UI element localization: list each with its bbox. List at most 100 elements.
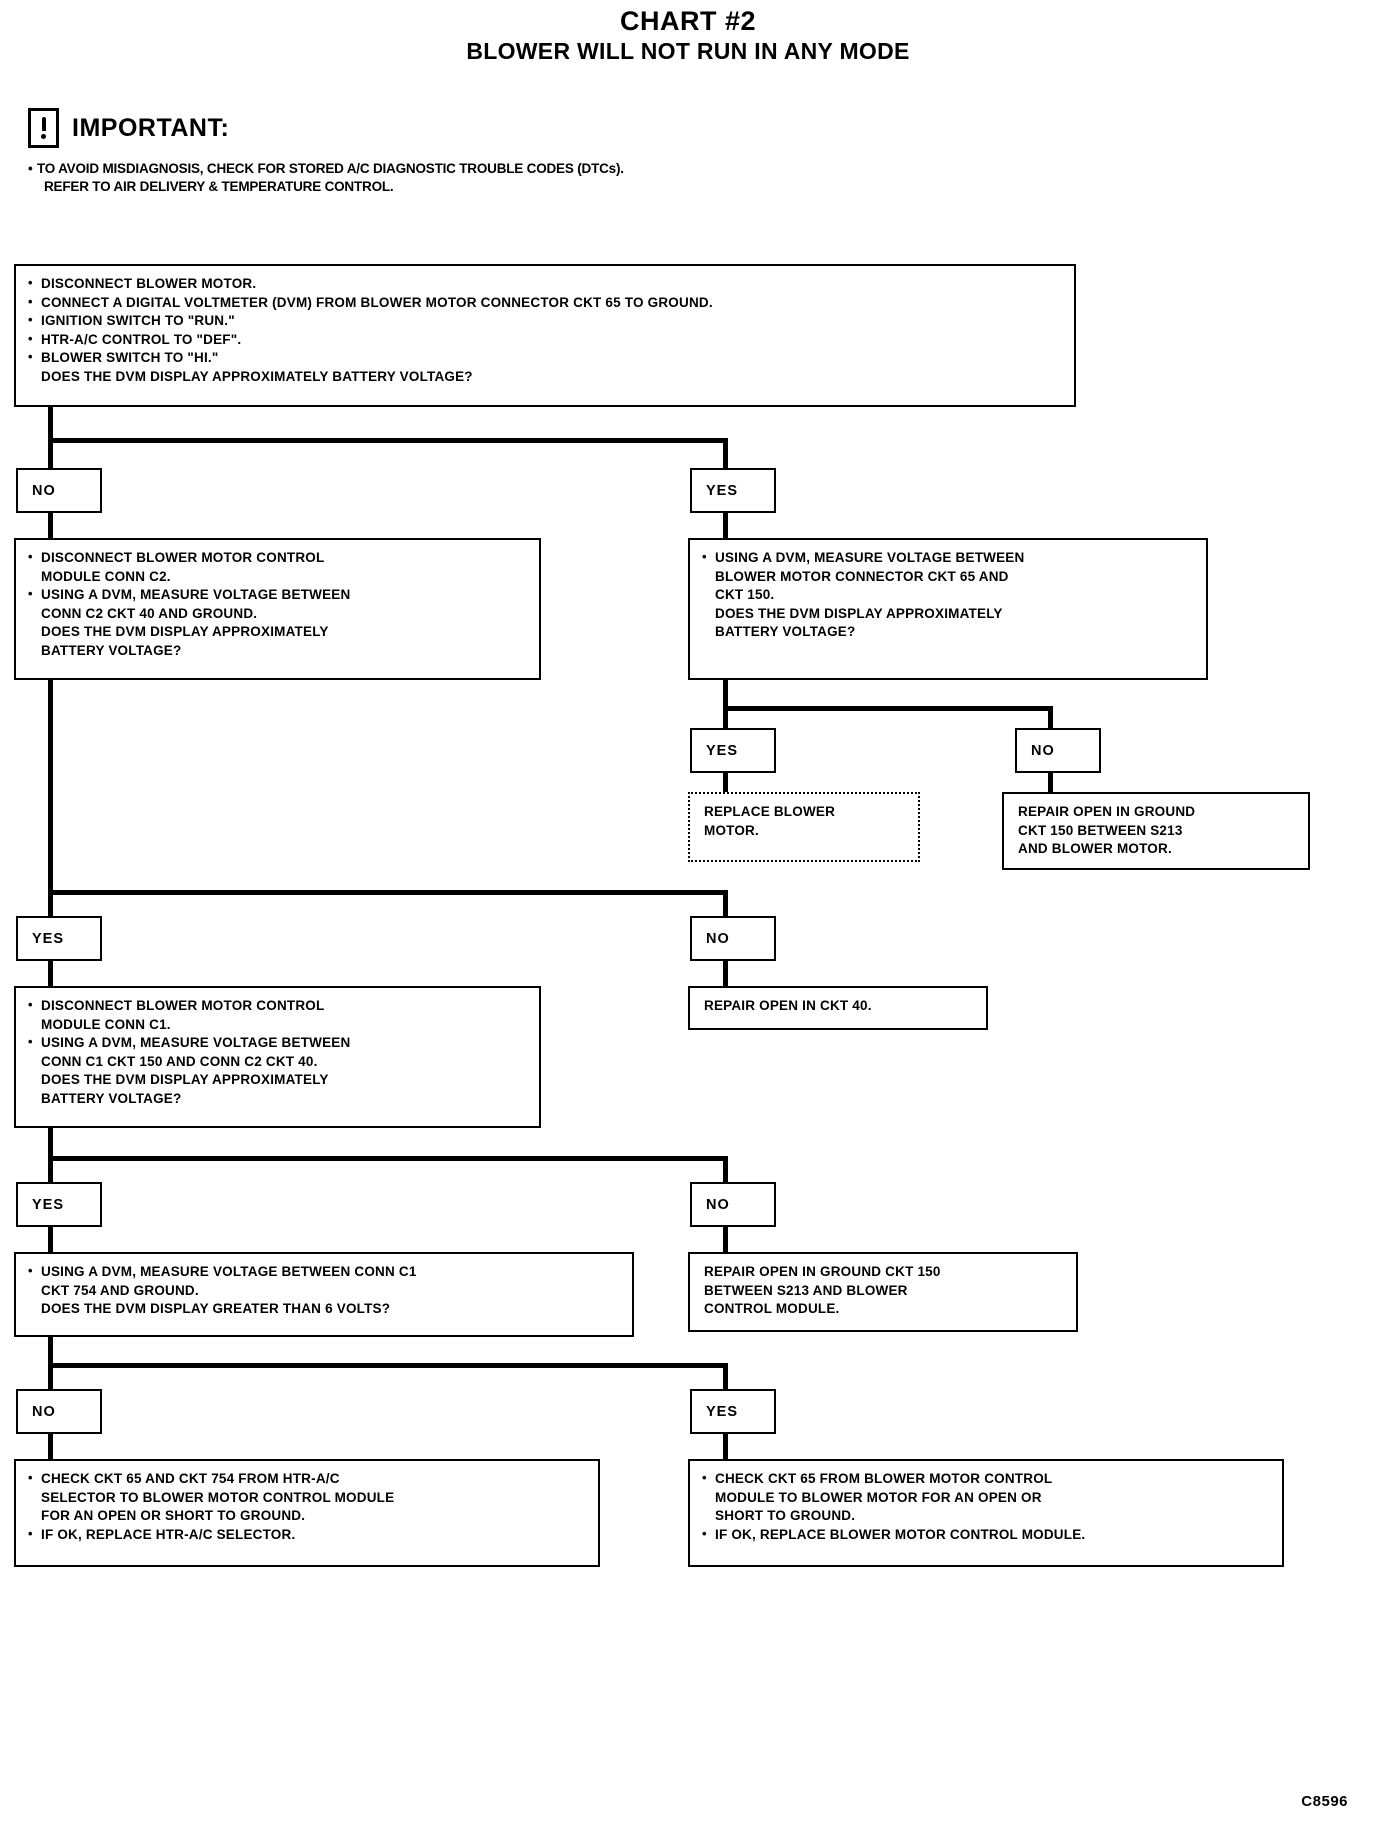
final-left-step-2: IF OK, REPLACE HTR-A/C SELECTOR. (28, 1525, 588, 1545)
decision-no-2: NO (1015, 728, 1101, 773)
final-right-step-1: CHECK CKT 65 FROM BLOWER MOTOR CONTROL M… (702, 1469, 1272, 1526)
right1-step-1-cont2: CKT 150. (715, 587, 775, 602)
node-repair-ckt-40: REPAIR OPEN IN CKT 40. (688, 986, 988, 1030)
connector-left2-down (48, 1128, 53, 1161)
node-right-1: USING A DVM, MEASURE VOLTAGE BETWEEN BLO… (688, 538, 1208, 680)
important-exclamation-icon (28, 108, 59, 148)
left1-step-1-text: DISCONNECT BLOWER MOTOR CONTROL (41, 550, 325, 565)
connector-bus-to-yes-5 (723, 1363, 728, 1391)
left1-step-2: USING A DVM, MEASURE VOLTAGE BETWEEN CON… (28, 585, 529, 660)
final-right-step-1-cont1: MODULE TO BLOWER MOTOR FOR AN OPEN OR (715, 1489, 1042, 1505)
left2-step-2-cont2: DOES THE DVM DISPLAY APPROXIMATELY (41, 1072, 329, 1087)
connector-yes4-down (48, 1226, 53, 1254)
node-final-left: CHECK CKT 65 AND CKT 754 FROM HTR-A/C SE… (14, 1459, 600, 1567)
connector-yes5-down (723, 1433, 728, 1461)
node-repair-ground-150-motor: REPAIR OPEN IN GROUND CKT 150 BETWEEN S2… (1002, 792, 1310, 870)
right1-step-1-cont3: DOES THE DVM DISPLAY APPROXIMATELY (715, 605, 1003, 621)
left2-step-2-cont3: BATTERY VOLTAGE? (41, 1090, 182, 1106)
right1-step-1-cont1: BLOWER MOTOR CONNECTOR CKT 65 AND (715, 568, 1009, 584)
connector-left1-down (48, 680, 53, 895)
repair-ground-150-module-line-1: REPAIR OPEN IN GROUND CKT 150 (704, 1264, 941, 1279)
left2-step-2-text: USING A DVM, MEASURE VOLTAGE BETWEEN (41, 1035, 351, 1050)
left2-step-2: USING A DVM, MEASURE VOLTAGE BETWEEN CON… (28, 1033, 529, 1108)
node-left-3: USING A DVM, MEASURE VOLTAGE BETWEEN CON… (14, 1252, 634, 1337)
start-step-5-text: BLOWER SWITCH TO "HI." (41, 350, 219, 365)
connector-bus-to-no-2 (1048, 706, 1053, 730)
start-step-2: CONNECT A DIGITAL VOLTMETER (DVM) FROM B… (28, 293, 1064, 313)
connector-bus-to-yes-1 (723, 438, 728, 470)
connector-bus-to-no-5 (48, 1363, 53, 1391)
final-left-step-1: CHECK CKT 65 AND CKT 754 FROM HTR-A/C SE… (28, 1469, 588, 1526)
decision-yes-5: YES (690, 1389, 776, 1434)
right1-step-1-text: USING A DVM, MEASURE VOLTAGE BETWEEN (715, 550, 1025, 565)
important-line-1: TO AVOID MISDIAGNOSIS, CHECK FOR STORED … (36, 161, 624, 176)
left2-step-2-cont1: CONN C1 CKT 150 AND CONN C2 CKT 40. (41, 1053, 318, 1069)
connector-yes1-down (723, 512, 728, 540)
final-left-step-1-text: CHECK CKT 65 AND CKT 754 FROM HTR-A/C (41, 1471, 340, 1486)
connector-left1-bus (48, 890, 728, 895)
left1-step-2-cont1: CONN C2 CKT 40 AND GROUND. (41, 605, 258, 621)
decision-yes-3: YES (16, 916, 102, 961)
connector-left2-bus (48, 1156, 728, 1161)
decision-no-4: NO (690, 1182, 776, 1227)
replace-blower-motor-line-1: REPLACE BLOWER (704, 804, 836, 819)
decision-yes-1: YES (690, 468, 776, 513)
decision-yes-4: YES (16, 1182, 102, 1227)
important-header: IMPORTANT: (28, 108, 229, 148)
left1-step-2-cont3: BATTERY VOLTAGE? (41, 642, 182, 658)
important-bullet: • (28, 161, 37, 176)
node-left-1: DISCONNECT BLOWER MOTOR CONTROL MODULE C… (14, 538, 541, 680)
connector-yes3-down (48, 960, 53, 988)
left1-step-1: DISCONNECT BLOWER MOTOR CONTROL MODULE C… (28, 548, 529, 586)
final-left-step-1-cont1: SELECTOR TO BLOWER MOTOR CONTROL MODULE (41, 1489, 395, 1505)
node-start: DISCONNECT BLOWER MOTOR. CONNECT A DIGIT… (14, 264, 1076, 407)
connector-yes2-down (723, 772, 728, 794)
start-step-5: BLOWER SWITCH TO "HI." DOES THE DVM DISP… (28, 348, 1064, 386)
start-step-1: DISCONNECT BLOWER MOTOR. (28, 274, 1064, 294)
connector-start-bus (48, 438, 728, 443)
decision-no-3: NO (690, 916, 776, 961)
repair-ground-150-module-line-3: CONTROL MODULE. (704, 1301, 840, 1316)
decision-no-5: NO (16, 1389, 102, 1434)
left2-step-1-text: DISCONNECT BLOWER MOTOR CONTROL (41, 998, 325, 1013)
start-question: DOES THE DVM DISPLAY APPROXIMATELY BATTE… (41, 368, 473, 384)
start-step-4: HTR-A/C CONTROL TO "DEF". (28, 330, 1064, 350)
node-repair-ground-150-module: REPAIR OPEN IN GROUND CKT 150 BETWEEN S2… (688, 1252, 1078, 1332)
connector-bus-to-no-4 (723, 1156, 728, 1184)
connector-no3-down (723, 960, 728, 988)
left3-step-1-cont1: CKT 754 AND GROUND. (41, 1282, 199, 1298)
connector-no5-down (48, 1433, 53, 1461)
important-line-2: REFER TO AIR DELIVERY & TEMPERATURE CONT… (44, 179, 394, 194)
connector-right1-down (723, 680, 728, 710)
left3-step-1-text: USING A DVM, MEASURE VOLTAGE BETWEEN CON… (41, 1264, 417, 1279)
final-right-step-1-cont2: SHORT TO GROUND. (715, 1508, 856, 1523)
right1-step-1: USING A DVM, MEASURE VOLTAGE BETWEEN BLO… (702, 548, 1196, 642)
left3-step-1-cont2: DOES THE DVM DISPLAY GREATER THAN 6 VOLT… (41, 1301, 391, 1316)
chart-code: C8596 (1301, 1793, 1348, 1810)
connector-left3-bus (48, 1363, 728, 1368)
final-right-step-1-text: CHECK CKT 65 FROM BLOWER MOTOR CONTROL (715, 1471, 1053, 1486)
chart-title: BLOWER WILL NOT RUN IN ANY MODE (466, 38, 910, 64)
connector-bus-to-no-3 (723, 890, 728, 918)
final-right-step-2: IF OK, REPLACE BLOWER MOTOR CONTROL MODU… (702, 1525, 1272, 1545)
exclamation-bar (41, 117, 46, 131)
repair-ground-150-motor-line-1: REPAIR OPEN IN GROUND (1018, 804, 1196, 819)
connector-no4-down (723, 1226, 728, 1254)
connector-bus-to-yes-4 (48, 1156, 53, 1184)
repair-ckt-40-line-1: REPAIR OPEN IN CKT 40. (704, 998, 872, 1013)
final-left-step-1-cont2: FOR AN OPEN OR SHORT TO GROUND. (41, 1508, 306, 1523)
node-final-right: CHECK CKT 65 FROM BLOWER MOTOR CONTROL M… (688, 1459, 1284, 1567)
important-note: • TO AVOID MISDIAGNOSIS, CHECK FOR STORE… (28, 160, 624, 196)
left3-step-1: USING A DVM, MEASURE VOLTAGE BETWEEN CON… (28, 1262, 622, 1319)
left2-step-1-cont: MODULE CONN C1. (41, 1016, 171, 1032)
node-left-2: DISCONNECT BLOWER MOTOR CONTROL MODULE C… (14, 986, 541, 1128)
replace-blower-motor-line-2: MOTOR. (704, 822, 759, 838)
connector-right1-bus (723, 706, 1053, 711)
connector-bus-to-yes-3 (48, 890, 53, 918)
chart-number: CHART #2 (619, 6, 757, 36)
repair-ground-150-module-line-2: BETWEEN S213 AND BLOWER (704, 1282, 908, 1298)
decision-yes-2: YES (690, 728, 776, 773)
connector-no1-down (48, 512, 53, 540)
exclamation-dot (41, 134, 46, 139)
